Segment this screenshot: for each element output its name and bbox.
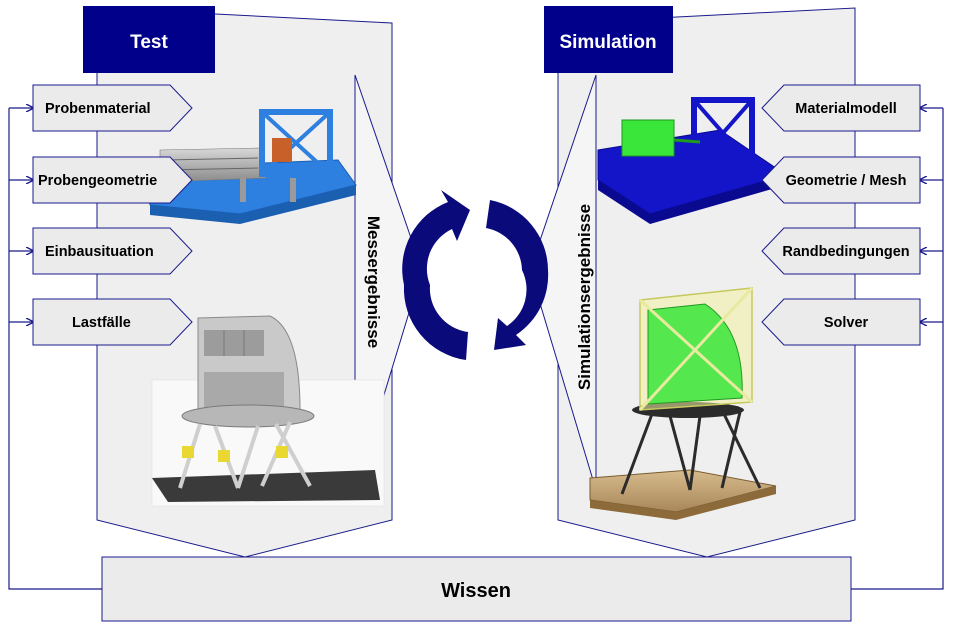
test-input-label: Probengeometrie	[38, 173, 157, 189]
cycle-arrows-icon	[402, 190, 549, 360]
test-input-label: Einbausituation	[45, 244, 154, 260]
simulation-feedback-lines	[851, 108, 944, 590]
test-input-einbausituation: Einbausituation	[32, 227, 193, 275]
test-feedback-lines	[8, 108, 102, 590]
test-header: Test	[83, 6, 215, 73]
simulation-results-wedge	[529, 74, 597, 491]
simulation-input-label: Materialmodell	[795, 101, 897, 117]
knowledge-label: Wissen	[441, 580, 511, 602]
hexapod-test-photo	[151, 315, 385, 507]
test-input-label: Probenmaterial	[45, 101, 151, 117]
simulation-results-label: Simulationsergebnisse	[575, 204, 594, 390]
test-input-probengeometrie: Probengeometrie	[32, 156, 193, 204]
simulation-input-randbedingungen: Randbedingungen	[761, 227, 921, 275]
test-results-label: Messergebnisse	[364, 216, 383, 348]
test-header-label: Test	[130, 32, 168, 53]
simulation-header: Simulation	[544, 6, 673, 73]
simulation-input-geometrie-mesh: Geometrie / Mesh	[761, 156, 921, 204]
hexapod-simulation-model	[589, 286, 777, 520]
knowledge-bar: Wissen	[101, 556, 852, 622]
test-input-probenmaterial: Probenmaterial	[32, 84, 193, 132]
test-rig-photo	[141, 109, 357, 224]
simulation-input-label: Randbedingungen	[782, 244, 909, 260]
simulation-input-label: Solver	[824, 315, 869, 331]
simulation-input-materialmodell: Materialmodell	[761, 84, 921, 132]
test-input-lastfaelle: Lastfälle	[32, 298, 193, 346]
simulation-header-label: Simulation	[559, 32, 656, 53]
simulation-input-solver: Solver	[761, 298, 921, 346]
simulation-rig-model	[597, 97, 788, 224]
simulation-input-label: Geometrie / Mesh	[786, 173, 907, 189]
test-input-label: Lastfälle	[72, 315, 131, 331]
